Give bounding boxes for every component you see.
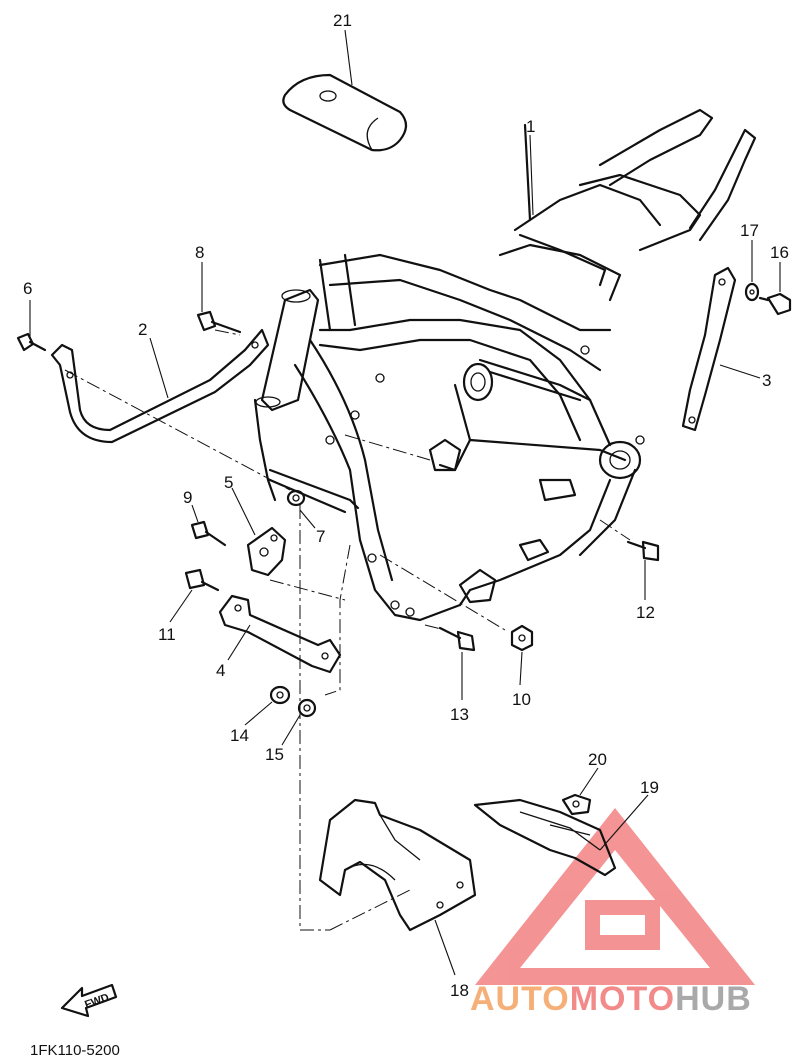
part-10-nut bbox=[510, 624, 534, 652]
callout-16: 16 bbox=[770, 243, 789, 262]
callout-1: 1 bbox=[526, 117, 535, 136]
part-2-stay bbox=[50, 328, 270, 444]
part-9-bolt bbox=[190, 520, 227, 547]
part-8-bolt bbox=[196, 310, 242, 334]
part-19-shield bbox=[473, 798, 617, 877]
callout-8: 8 bbox=[195, 243, 204, 262]
callout-9: 9 bbox=[183, 488, 192, 507]
part-12-bolt bbox=[626, 540, 660, 562]
part-7-collar bbox=[286, 489, 306, 507]
part-6-bolt bbox=[16, 332, 47, 352]
part-11-bolt bbox=[184, 568, 220, 592]
callout-19: 19 bbox=[640, 778, 659, 797]
callout-3: 3 bbox=[762, 371, 771, 390]
callout-17: 17 bbox=[740, 221, 759, 240]
callout-6: 6 bbox=[23, 279, 32, 298]
callout-2: 2 bbox=[138, 320, 147, 339]
callout-10: 10 bbox=[512, 690, 531, 709]
part-17-washer bbox=[744, 282, 760, 302]
part-21-cover bbox=[282, 73, 408, 152]
watermark-hub: HUB bbox=[675, 980, 752, 1018]
callout-15: 15 bbox=[265, 745, 284, 764]
callout-7: 7 bbox=[316, 527, 325, 546]
part-5-plate bbox=[246, 526, 287, 577]
callout-20: 20 bbox=[588, 750, 607, 769]
part-3-rear-stay bbox=[681, 266, 737, 432]
callout-12: 12 bbox=[636, 603, 655, 622]
callouts: 21 1 2 6 8 17 16 3 5 9 7 11 4 12 10 13 1… bbox=[23, 11, 789, 1000]
callout-11: 11 bbox=[158, 625, 176, 644]
part-code: 1FK110-5200 bbox=[30, 1042, 120, 1059]
callout-4: 4 bbox=[216, 661, 225, 680]
callout-18: 18 bbox=[450, 981, 469, 1000]
watermark-auto: AUTO bbox=[470, 980, 570, 1018]
part-15-nut bbox=[297, 698, 317, 718]
leader-lines bbox=[29, 29, 781, 976]
part-4-bracket bbox=[218, 594, 342, 674]
watermark-triangle-icon bbox=[475, 808, 755, 985]
callout-21: 21 bbox=[333, 11, 352, 30]
part-13-bolt bbox=[438, 626, 476, 652]
part-18-lower-cover bbox=[318, 798, 477, 932]
fwd-arrow-icon: FWD bbox=[60, 983, 118, 1018]
part-16-bolt bbox=[758, 292, 792, 316]
part-20-grommet bbox=[561, 793, 592, 816]
hardware bbox=[16, 282, 792, 718]
watermark-moto: MOTO bbox=[569, 980, 676, 1018]
callout-5: 5 bbox=[224, 473, 233, 492]
part-14-collar bbox=[269, 685, 291, 705]
callout-13: 13 bbox=[450, 705, 469, 724]
callout-14: 14 bbox=[230, 726, 249, 745]
part-1-main-frame bbox=[253, 108, 757, 622]
alignment-lines bbox=[64, 329, 631, 931]
watermark-logo: AUTOMOTOHUB bbox=[470, 980, 752, 1019]
